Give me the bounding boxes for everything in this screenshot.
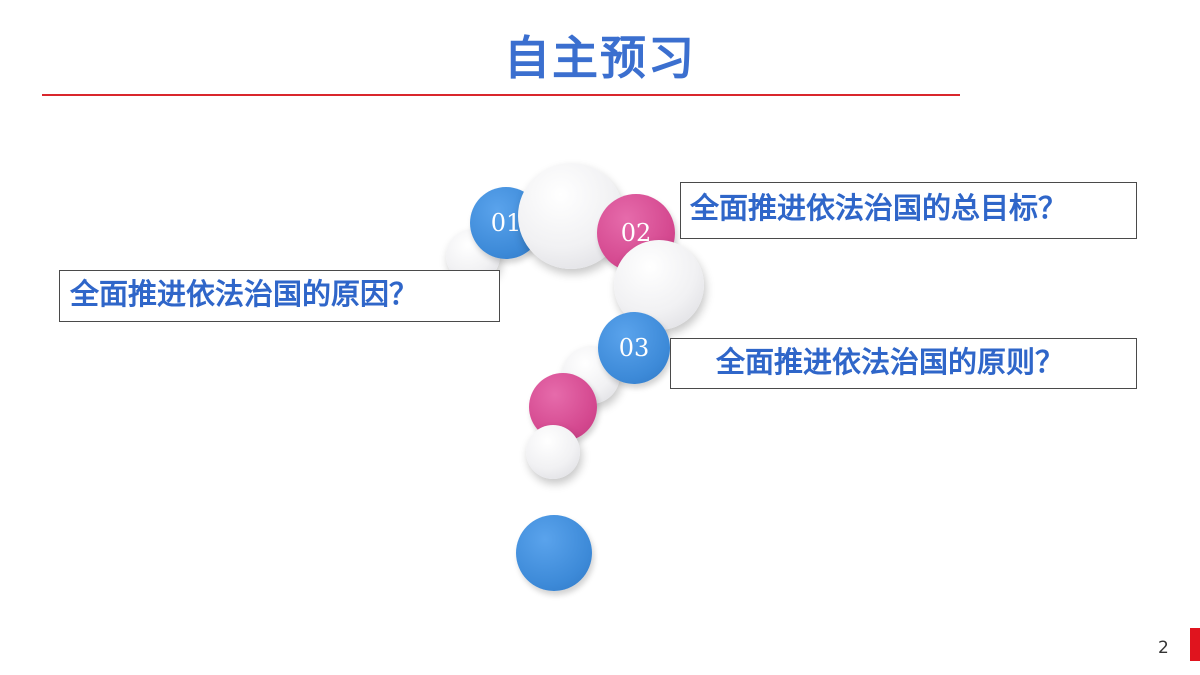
circle-white-lower xyxy=(526,425,580,479)
slide-title: 自主预习 xyxy=(504,31,696,85)
badge-01-label: 01 xyxy=(490,209,522,237)
title-divider xyxy=(42,94,960,96)
question-principle-text: 全面推进依法治国的原则？ xyxy=(716,345,1065,379)
badge-03-label: 03 xyxy=(618,334,650,362)
circle-badge-03: 03 xyxy=(598,312,670,384)
page-number: 2 xyxy=(1158,638,1169,658)
question-box-goal: 全面推进依法治国的总目标？ xyxy=(680,182,1137,239)
question-box-principle: 全面推进依法治国的原则？ xyxy=(670,338,1137,389)
question-box-reason: 全面推进依法治国的原因？ xyxy=(59,270,500,322)
question-goal-text: 全面推进依法治国的总目标？ xyxy=(690,191,1068,225)
corner-accent-bar xyxy=(1190,628,1200,661)
circle-blue-dot xyxy=(516,515,592,591)
question-reason-text: 全面推进依法治国的原因？ xyxy=(70,277,419,311)
